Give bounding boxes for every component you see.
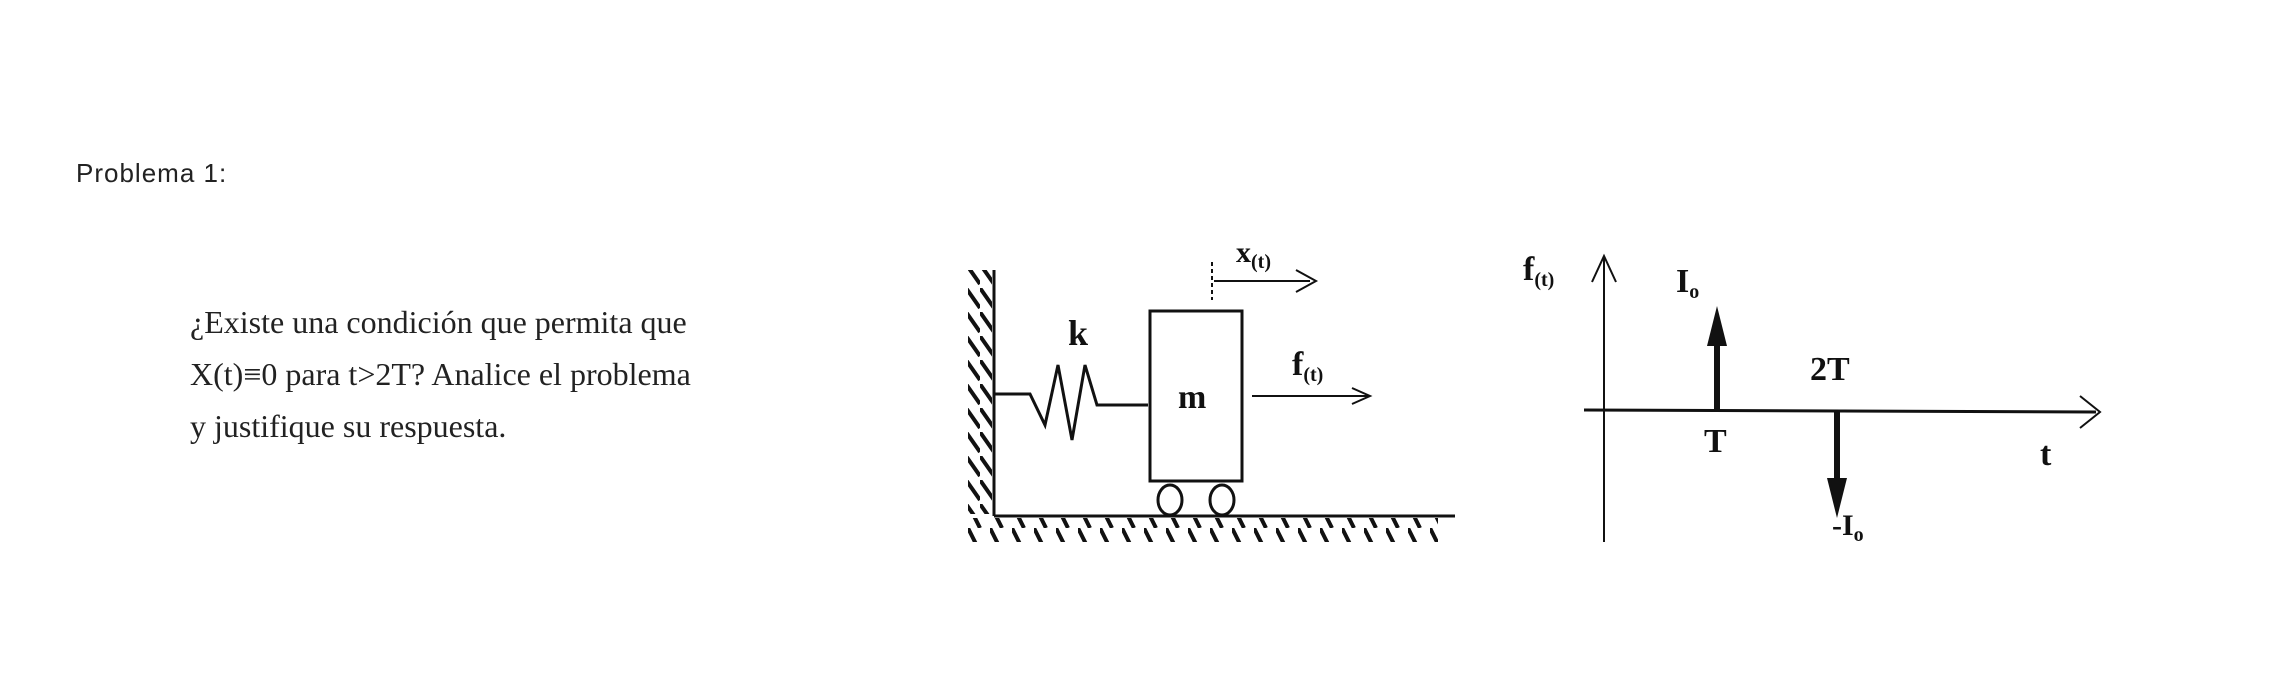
mass-label: m	[1178, 379, 1206, 416]
ground-hatch	[968, 518, 1438, 542]
question-line: X(t)≡0 para t>2T? Analice el problema	[190, 356, 691, 392]
question-line: ¿Existe una condición que permita que	[190, 304, 687, 340]
problem-title: Problema 1:	[76, 158, 228, 188]
question-line: y justifique su respuesta.	[190, 408, 507, 444]
impulse-up-head	[1707, 306, 1727, 346]
force-time-graph: f(t) Io 2T T t -Io	[1523, 251, 2102, 546]
y-axis-label: f(t)	[1523, 251, 1554, 291]
displacement-label: x(t)	[1236, 236, 1271, 273]
spring-label: k	[1068, 313, 1088, 353]
impulse-up-label: Io	[1676, 263, 1699, 303]
wheel	[1156, 483, 1184, 517]
mass-block	[1148, 309, 1244, 483]
force-label: f(t)	[1292, 346, 1323, 386]
wheel	[1208, 483, 1236, 517]
spring	[994, 364, 1148, 441]
impulse-down-label: -Io	[1832, 509, 1864, 546]
problem-question: ¿Existe una condición que permita que X(…	[190, 296, 890, 452]
wall-hatch	[968, 270, 992, 514]
mass-spring-diagram: k m f(t) x(t)	[968, 236, 1455, 542]
impulse-up-time-label: T	[1704, 423, 1727, 460]
impulse-down-time-label: 2T	[1810, 351, 1850, 388]
impulse-down-head	[1827, 478, 1847, 518]
x-axis-label: t	[2040, 436, 2052, 473]
x-axis	[1583, 408, 2097, 414]
